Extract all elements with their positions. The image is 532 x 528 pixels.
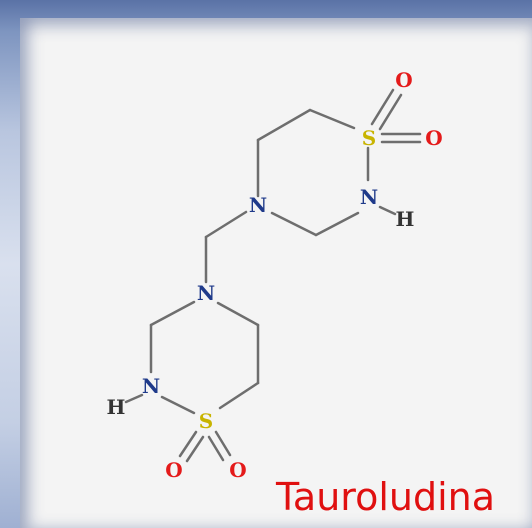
- sulfur-atom-upper: S: [362, 126, 376, 150]
- bond-c-s-lower: [218, 381, 260, 410]
- bond-c-s-upper: [308, 108, 356, 130]
- bond-s-o-lower-right-a: [207, 435, 225, 462]
- sulfur-atom-lower: S: [199, 409, 213, 433]
- compound-name-caption: Tauroludina: [276, 475, 496, 519]
- bond-s-o-lower-left-a: [178, 430, 198, 458]
- hydrogen-atom-lower: H: [107, 395, 126, 419]
- bonds: [124, 88, 422, 463]
- oxygen-atom-lower-right: O: [229, 458, 246, 482]
- hydrogen-atom-upper: H: [396, 207, 415, 231]
- nitrogen-atom-upper-nh: N: [360, 185, 378, 209]
- oxygen-atom-upper-right: O: [425, 126, 442, 150]
- bond-c-n-upper: [270, 211, 318, 237]
- nitrogen-atom-lower-ring: N: [197, 281, 215, 305]
- bond-s-o-up-b: [378, 93, 403, 131]
- bond-s-o-lower-right-b: [214, 430, 232, 457]
- nitrogen-atom-lower-nh: N: [142, 374, 160, 398]
- bond-n-c-upper: [314, 211, 360, 237]
- oxygen-atom-lower-left: O: [165, 458, 182, 482]
- bond-n-ch2: [204, 210, 248, 239]
- bond-n-h-upper: [378, 205, 397, 216]
- bond-s-o-up-a: [370, 88, 395, 126]
- nitrogen-atom-upper-ring: N: [249, 193, 267, 217]
- bond-c-n-lower: [149, 300, 196, 327]
- bond-s-n-lower: [160, 395, 196, 415]
- bond-n-c-lower-right: [216, 301, 260, 327]
- bond-c-c-upper-top: [256, 108, 312, 142]
- oxygen-atom-upper-top: O: [395, 68, 412, 92]
- molecule-panel: [20, 18, 532, 528]
- bond-s-o-lower-left-b: [185, 435, 205, 463]
- bond-n-h-lower: [124, 393, 144, 404]
